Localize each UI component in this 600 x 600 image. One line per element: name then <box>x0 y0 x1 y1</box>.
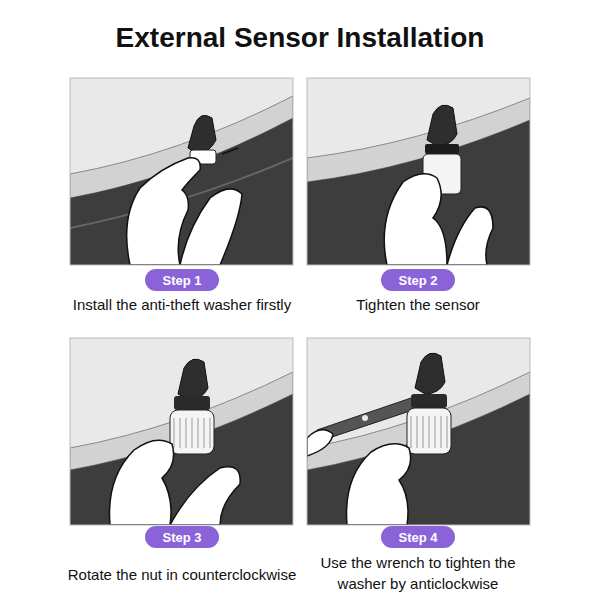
wheel-rim <box>70 78 293 265</box>
panel-border <box>307 78 530 265</box>
wheel-rim <box>70 338 293 525</box>
step-pill: Step 1 <box>145 269 219 291</box>
valve-stem <box>415 353 445 394</box>
anti-theft-washer <box>425 144 459 154</box>
step-pill: Step 3 <box>145 526 219 548</box>
arrow <box>222 148 238 154</box>
wrench-hole <box>362 415 368 421</box>
panel-step4 <box>307 338 530 525</box>
tire <box>70 118 293 265</box>
anti-theft-washer <box>174 396 210 410</box>
anti-theft-washer <box>411 394 447 408</box>
sensor-ridges <box>411 416 447 448</box>
step-label: Step 2 <box>398 273 437 288</box>
sensor <box>170 410 214 454</box>
hand <box>347 444 411 525</box>
tire <box>70 394 293 525</box>
wheel-rim <box>307 78 530 265</box>
step-caption: Rotate the nut in counterclockwise <box>37 564 327 585</box>
tire <box>307 120 530 265</box>
step-pill: Step 4 <box>381 526 455 548</box>
panel-border <box>70 78 293 265</box>
step-caption: Use the wrench to tighten the washer by … <box>308 552 528 594</box>
panel-step3 <box>70 338 293 525</box>
step-caption: Install the anti-theft washer firstly <box>37 294 327 315</box>
hand <box>384 174 447 265</box>
hand <box>170 467 240 525</box>
panel-border <box>70 338 293 525</box>
sensor-ridges <box>174 418 210 448</box>
title: External Sensor Installation <box>0 22 600 54</box>
hand <box>110 440 174 525</box>
wheel-rim <box>307 338 530 525</box>
hand <box>307 430 333 456</box>
step-label: Step 1 <box>162 273 201 288</box>
tire <box>307 394 530 525</box>
hand <box>180 189 242 265</box>
hand <box>447 207 493 265</box>
sensor <box>407 408 451 454</box>
step-caption: Tighten the sensor <box>298 294 538 315</box>
panel-border <box>307 338 530 525</box>
valve-stem <box>178 359 208 400</box>
valve-stem <box>427 105 457 146</box>
valve-stem <box>188 115 216 154</box>
panel-step1 <box>70 78 293 265</box>
panel-step2 <box>307 78 530 265</box>
step-pill: Step 2 <box>381 269 455 291</box>
step-label: Step 3 <box>162 530 201 545</box>
step-label: Step 4 <box>398 530 437 545</box>
